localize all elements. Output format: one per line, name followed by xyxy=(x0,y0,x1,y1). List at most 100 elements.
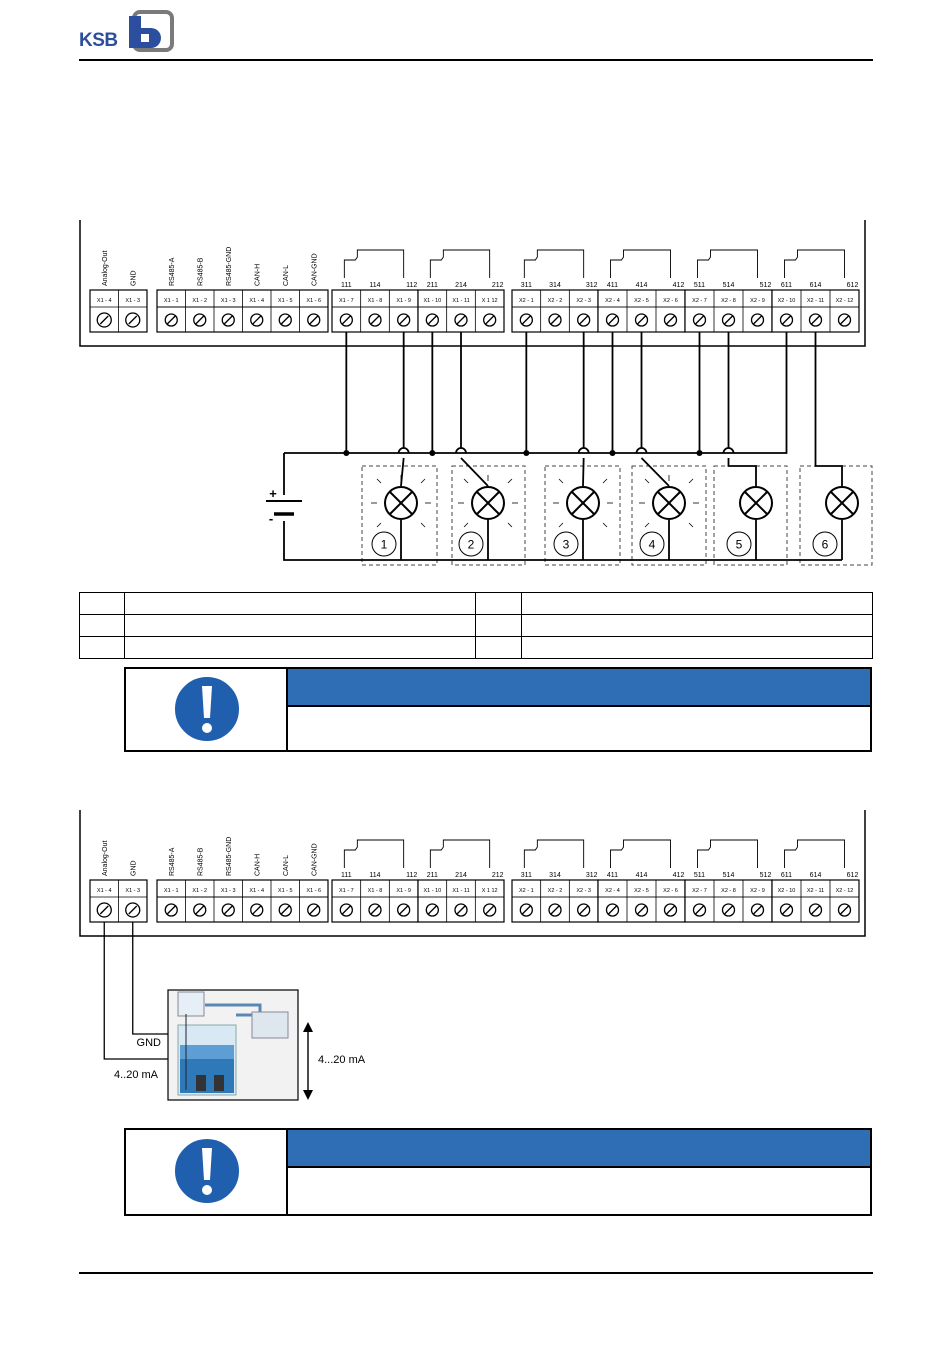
terminal-signal-label: RS485-GND xyxy=(226,247,233,286)
terminal-label: X2 - 3 xyxy=(576,888,591,894)
logo-text: KSB xyxy=(79,30,118,51)
wire-crossover xyxy=(397,447,410,454)
relay-contact-label: 311 xyxy=(521,282,532,289)
terminal-label: X2 - 9 xyxy=(750,888,765,894)
terminal-label: X2 - 6 xyxy=(663,888,678,894)
relay-contact-label: 411 xyxy=(607,872,618,879)
screw-slot xyxy=(341,315,351,325)
terminal-label: X2 - 8 xyxy=(721,888,736,894)
lamp-number-badge xyxy=(639,531,665,557)
screw-slot xyxy=(579,905,589,915)
terminal-label: X2 - 11 xyxy=(807,298,824,304)
relay-contact-label: 214 xyxy=(455,282,467,289)
screw-slot xyxy=(840,905,849,915)
terminal-label: X1 - 2 xyxy=(192,888,207,894)
relay-contact-label: 412 xyxy=(673,872,685,879)
screw-slot xyxy=(195,905,205,915)
screw-slot xyxy=(724,905,733,915)
terminal-label: X1 - 4 xyxy=(249,298,264,304)
legend-cell xyxy=(79,614,125,637)
pump-icon xyxy=(196,1075,206,1091)
lamp-number-badge xyxy=(812,531,838,557)
relay-contact-label: 111 xyxy=(341,872,352,879)
legend-cell xyxy=(124,592,476,615)
relay-contact-symbol xyxy=(697,839,758,868)
screw-slot xyxy=(840,315,849,325)
legend-cell xyxy=(79,592,125,615)
terminal-label: X1 - 5 xyxy=(278,888,293,894)
wire-crossover xyxy=(635,447,648,454)
junction-dot xyxy=(609,450,616,456)
terminal-label: X1 - 9 xyxy=(396,888,411,894)
terminal-signal-label: Analog-Out xyxy=(102,841,109,876)
screw-slot xyxy=(341,905,351,915)
table-row xyxy=(79,592,873,615)
terminal-signal-label: CAN-L xyxy=(283,855,290,876)
terminal-label: X1 - 4 xyxy=(97,888,112,894)
lamp-feed-wire xyxy=(640,457,670,487)
terminal-signal-label: RS485-GND xyxy=(226,837,233,876)
screw-slot xyxy=(223,315,233,325)
notice-box xyxy=(124,667,872,752)
screw-slot xyxy=(399,905,409,915)
relay-contact-label: 212 xyxy=(492,282,504,289)
lamp-cross xyxy=(830,491,854,515)
terminal-label: X1 - 11 xyxy=(452,888,469,894)
relay-contact-label: 612 xyxy=(847,872,859,879)
screw-slot xyxy=(811,905,820,915)
signal-label: 4..20 mA xyxy=(114,1069,159,1081)
junction-dot xyxy=(429,450,436,456)
header-rule xyxy=(79,59,873,61)
battery-minus-label: - xyxy=(269,511,273,526)
terminal-label: X1 - 10 xyxy=(423,888,441,894)
terminal-signal-label: RS485-B xyxy=(197,257,204,286)
relay-contact-label: 211 xyxy=(427,282,438,289)
relay-contact-label: 511 xyxy=(694,872,705,879)
table-row xyxy=(79,614,873,637)
water-surface xyxy=(180,1045,234,1059)
lamp-number: 3 xyxy=(563,538,570,552)
relay-contact-label: 314 xyxy=(549,282,561,289)
common-wire xyxy=(699,332,788,454)
battery-gap xyxy=(264,495,304,521)
terminal-label: X1 - 8 xyxy=(368,298,383,304)
terminal-label: X1 - 3 xyxy=(125,888,140,894)
terminal-signal-label: GND xyxy=(130,860,137,876)
screw-slot xyxy=(456,315,466,325)
relay-contact-symbol xyxy=(697,249,758,278)
light-ray xyxy=(688,522,694,528)
screw-slot xyxy=(309,315,319,325)
relay-contact-symbol xyxy=(523,249,585,278)
screw-slot xyxy=(608,315,617,325)
light-ray xyxy=(376,522,382,528)
terminal-label: X1 - 3 xyxy=(125,298,140,304)
relay-contact-label: 214 xyxy=(455,872,467,879)
notice-icon-cell xyxy=(126,669,288,750)
relay-contact-label: 411 xyxy=(607,282,618,289)
relay-contact-label: 114 xyxy=(369,282,380,289)
terminal-signal-label: CAN-GND xyxy=(311,843,318,876)
lamp-number: 1 xyxy=(381,538,388,552)
light-ray xyxy=(644,522,650,528)
notice-text xyxy=(288,1168,870,1214)
screw-slot xyxy=(521,315,531,325)
relay-contact-label: 514 xyxy=(723,872,735,879)
terminal-label: X2 - 8 xyxy=(721,298,736,304)
terminal-signal-label: GND xyxy=(130,270,137,286)
legend-cell xyxy=(475,614,522,637)
terminal-label: X1 - 2 xyxy=(192,298,207,304)
terminal-label: X2 - 4 xyxy=(605,888,620,894)
relay-contact-symbol xyxy=(343,249,405,278)
screw-slot xyxy=(280,905,290,915)
screw-slot xyxy=(782,315,791,325)
terminal-label: X2 - 4 xyxy=(605,298,620,304)
screw-slot xyxy=(370,315,380,325)
terminal-label: X2 - 6 xyxy=(663,298,678,304)
footer-rule xyxy=(79,1272,873,1274)
terminal-label: X1 - 5 xyxy=(278,298,293,304)
terminal-label: X2 - 10 xyxy=(778,298,796,304)
exclamation-icon xyxy=(173,675,241,743)
terminal-label: X2 - 2 xyxy=(548,888,563,894)
light-ray xyxy=(558,478,564,484)
